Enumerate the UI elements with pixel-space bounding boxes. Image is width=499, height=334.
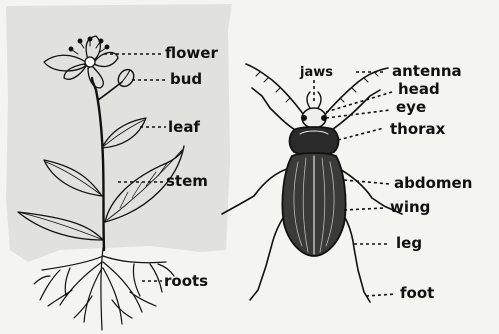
label-leg: leg: [396, 234, 422, 252]
label-foot: foot: [400, 284, 434, 302]
label-wing: wing: [390, 198, 430, 216]
label-stem: stem: [166, 172, 208, 190]
plant-roots: [34, 248, 174, 330]
label-eye: eye: [396, 98, 426, 116]
label-thorax: thorax: [390, 120, 446, 138]
label-jaws: jaws: [299, 65, 333, 80]
label-roots: roots: [164, 272, 208, 290]
label-bud: bud: [170, 70, 202, 88]
label-head: head: [398, 80, 440, 98]
label-flower: flower: [165, 44, 218, 62]
label-leaf: leaf: [168, 118, 200, 136]
label-abdomen: abdomen: [394, 174, 472, 192]
label-antenna: antenna: [392, 62, 462, 80]
